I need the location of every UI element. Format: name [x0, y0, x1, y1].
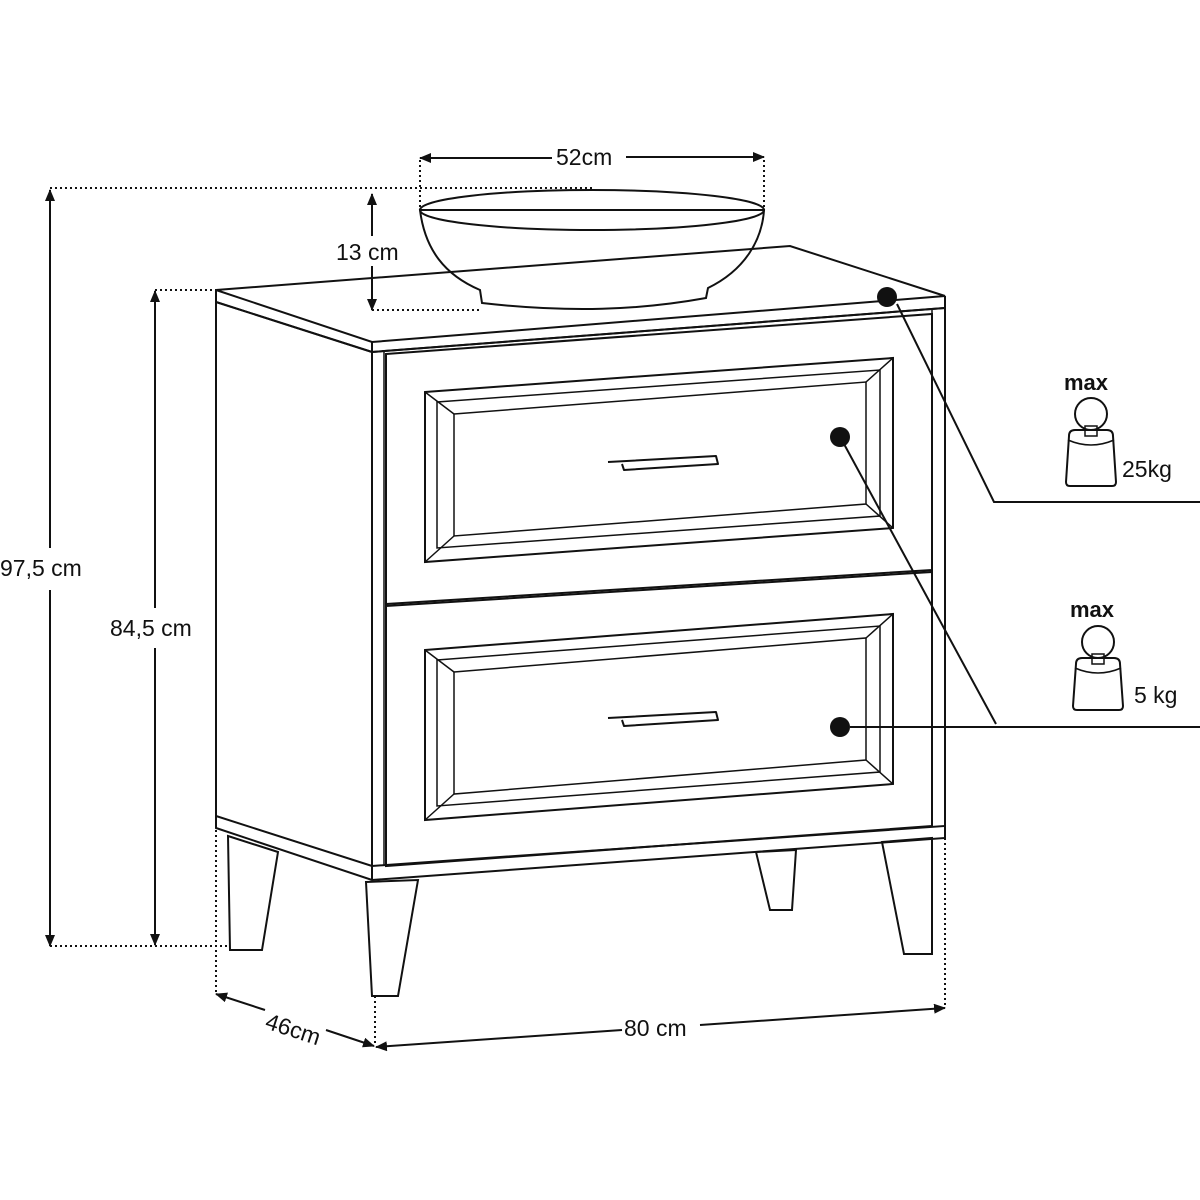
- drawer-handle: [607, 711, 719, 727]
- weight-value: 5 kg: [1134, 682, 1177, 708]
- weight-icon: [1064, 397, 1118, 487]
- max-label: max: [1064, 370, 1109, 395]
- weight-value: 25kg: [1122, 456, 1172, 482]
- load-limit-bottom: max 5 kg: [1070, 597, 1177, 711]
- load-limit-top: max 25kg: [1064, 370, 1172, 487]
- dimension-depth: 46cm: [215, 830, 376, 1050]
- max-label: max: [1070, 597, 1115, 622]
- dimension-total-height: 97,5 cm: [0, 187, 592, 947]
- vessel-basin: [418, 189, 766, 310]
- drawer-top: [385, 312, 933, 606]
- cabinet: [215, 244, 946, 997]
- weight-icon: [1071, 625, 1125, 711]
- dimension-cabinet-height: 84,5 cm: [110, 289, 228, 947]
- basin-height-label: 13 cm: [336, 239, 399, 265]
- cabinet-height-label: 84,5 cm: [110, 615, 192, 641]
- width-label: 80 cm: [624, 1015, 687, 1041]
- dimension-width: 80 cm: [375, 838, 946, 1052]
- depth-label: 46cm: [262, 1008, 324, 1050]
- legs: [226, 834, 933, 997]
- drawer-handle: [607, 455, 719, 471]
- total-height-label: 97,5 cm: [0, 555, 82, 581]
- dimension-basin-width: 52cm: [419, 144, 765, 210]
- drawer-bottom: [385, 570, 933, 868]
- load-callouts: [830, 287, 1200, 737]
- basin-width-label: 52cm: [556, 144, 612, 170]
- dimension-basin-height: 13 cm: [336, 193, 482, 311]
